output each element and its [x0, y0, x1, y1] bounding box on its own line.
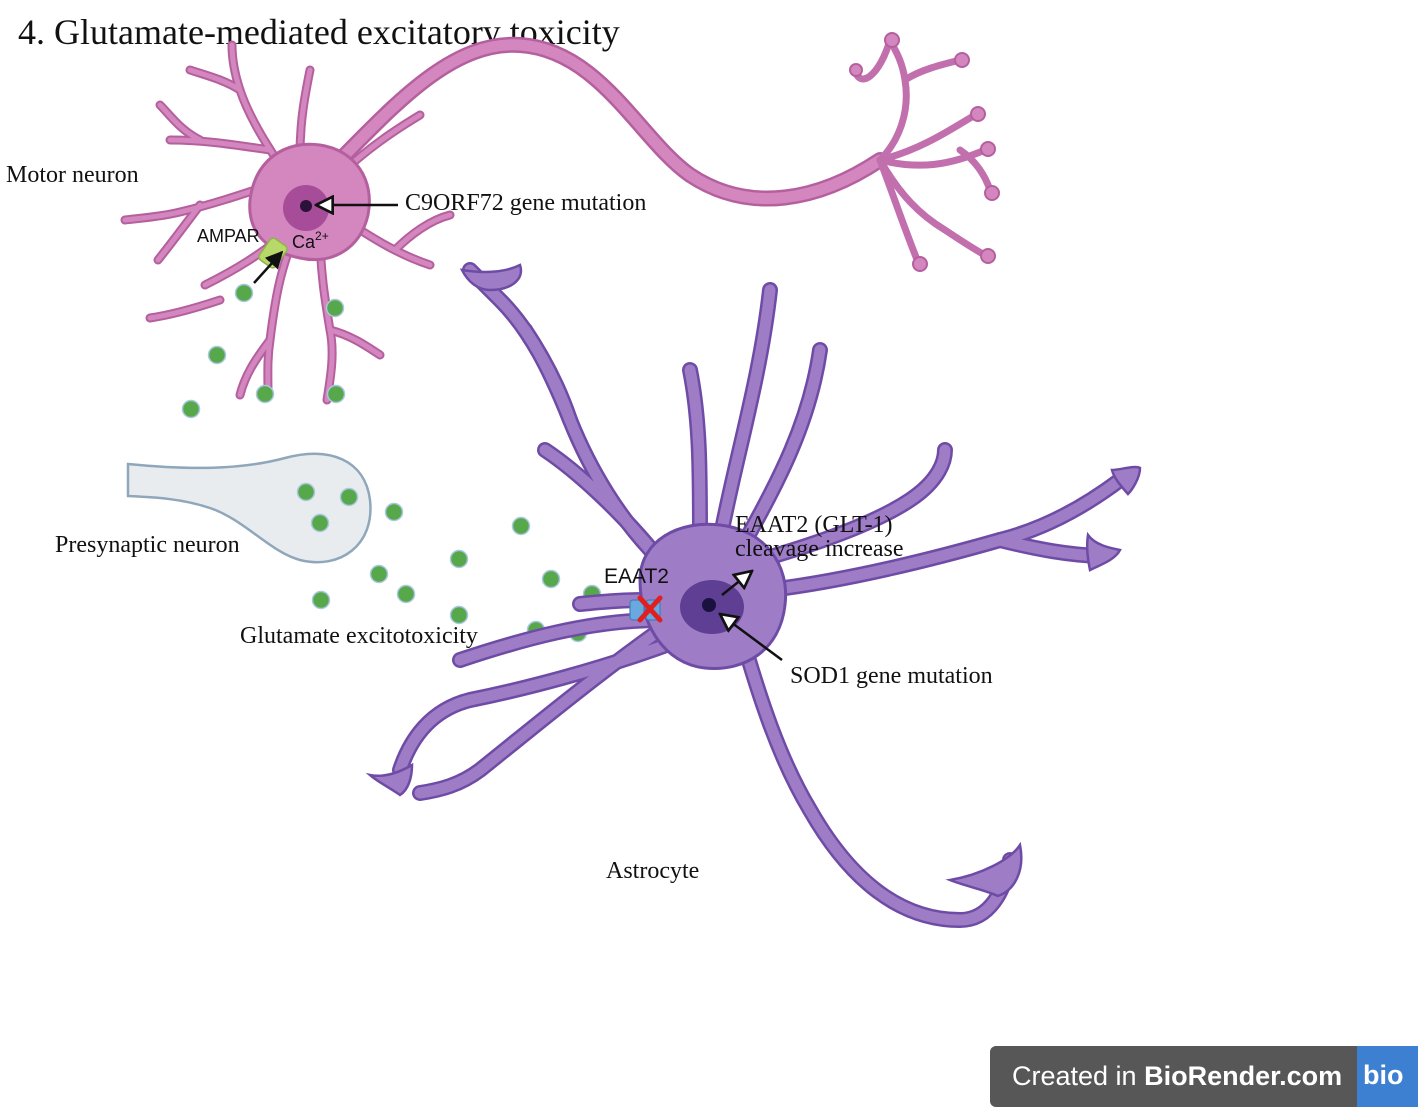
- ca-influx-arrow-icon: [253, 250, 284, 284]
- badge-logo-text: bio: [1363, 1060, 1404, 1090]
- calcium-label: Ca2+: [292, 229, 329, 252]
- glutamate-dot: [207, 345, 227, 365]
- astrocyte-label: Astrocyte: [606, 858, 699, 884]
- glutamate-dot: [449, 605, 469, 625]
- glutamate-dot: [369, 564, 389, 584]
- glutamate-dot: [325, 298, 345, 318]
- badge-brand: BioRender.com: [1144, 1061, 1342, 1091]
- glutamate-dot: [255, 384, 275, 404]
- glutamate-dot: [234, 283, 254, 303]
- biorender-badge[interactable]: Created in BioRender.com bio: [990, 1046, 1418, 1107]
- motor-neuron-label: Motor neuron: [6, 162, 139, 188]
- glutamate-dot: [511, 516, 531, 536]
- biorender-logo-icon: [1357, 1046, 1418, 1107]
- sod1-label: SOD1 gene mutation: [790, 663, 993, 689]
- calcium-base: Ca: [292, 232, 316, 252]
- glutamate-dot: [310, 513, 330, 533]
- glutamate-dot: [181, 399, 201, 419]
- motor-neuron: [120, 32, 1000, 405]
- calcium-superscript: 2+: [315, 229, 329, 243]
- presynaptic-neuron-label: Presynaptic neuron: [55, 532, 240, 558]
- glutamate-dot: [296, 482, 316, 502]
- glutamate-dot: [384, 502, 404, 522]
- glutamate-dot: [311, 590, 331, 610]
- presynaptic-neuron: [126, 452, 372, 564]
- blocked-x-icon: [637, 595, 663, 623]
- glutamate-dot: [541, 569, 561, 589]
- glutamate-dot: [339, 487, 359, 507]
- badge-text: Created in BioRender.com: [1012, 1061, 1342, 1091]
- eaat2-label: EAAT2: [604, 565, 669, 588]
- eaat2-glt1-label: EAAT2 (GLT-1): [735, 512, 893, 538]
- cleavage-increase-label: cleavage increase: [735, 536, 904, 562]
- badge-prefix: Created in: [1012, 1061, 1144, 1091]
- glutamate-excitotoxicity-label: Glutamate excitotoxicity: [240, 623, 478, 649]
- glutamate-dot: [449, 549, 469, 569]
- ampar-label: AMPAR: [197, 226, 260, 246]
- astrocyte: [365, 262, 1142, 928]
- cleavage-arrow-icon: [721, 571, 752, 596]
- glutamate-dot: [396, 584, 416, 604]
- glutamate-dot: [326, 384, 346, 404]
- sod1-arrow-icon: [720, 614, 783, 662]
- c9orf72-label: C9ORF72 gene mutation: [405, 190, 646, 216]
